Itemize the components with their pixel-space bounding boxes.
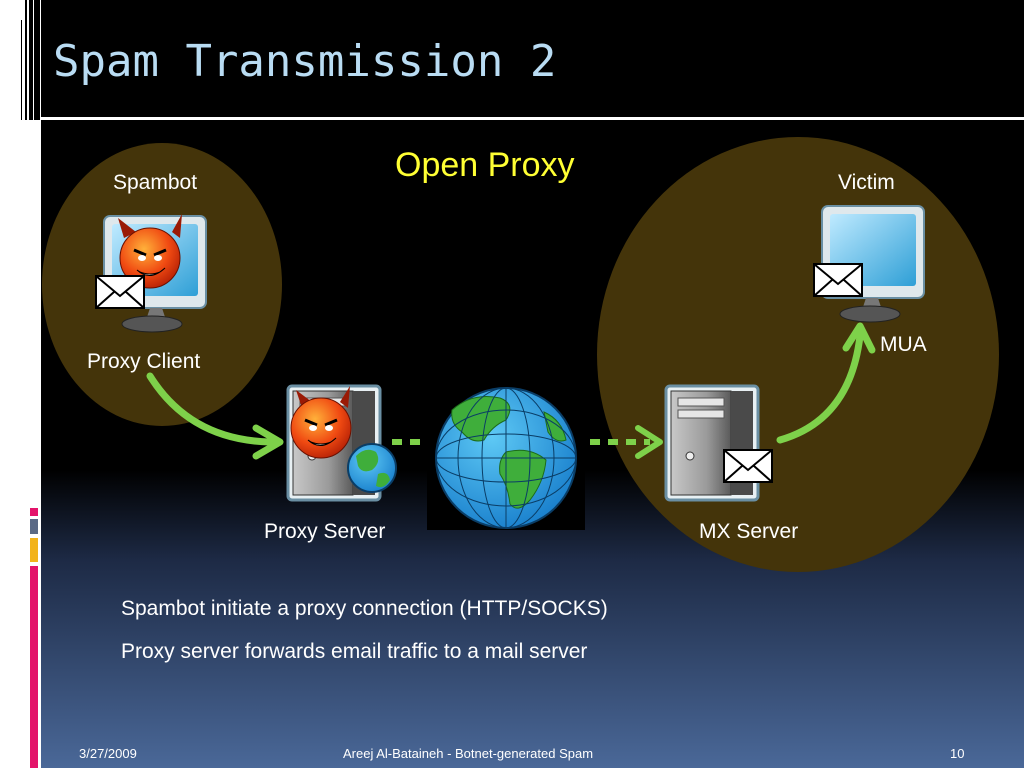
small-globe-icon <box>347 443 397 493</box>
devil-icon <box>290 386 352 459</box>
bullet-text: Spambot initiate a proxy connection (HTT… <box>121 597 608 620</box>
internet-globe-icon <box>427 380 585 530</box>
title-stripes-decor <box>21 0 40 120</box>
label-proxy-server: Proxy Server <box>264 520 386 543</box>
envelope-icon <box>95 275 145 309</box>
devil-icon <box>118 214 182 289</box>
footer-date: 3/27/2009 <box>79 746 137 761</box>
arrow-icon <box>776 322 876 444</box>
label-mua: MUA <box>880 333 927 356</box>
envelope-icon <box>723 449 773 483</box>
headline-open-proxy: Open Proxy <box>395 146 575 184</box>
label-proxy-client: Proxy Client <box>87 350 201 373</box>
victim-zone <box>597 137 999 572</box>
accent-stripe <box>30 508 38 516</box>
footer-page-number: 10 <box>950 746 965 761</box>
bullet-text: Proxy server forwards email traffic to a… <box>121 640 588 663</box>
footer-title: Areej Al-Bataineh - Botnet-generated Spa… <box>343 746 594 761</box>
envelope-icon <box>813 263 863 297</box>
arrow-icon <box>146 372 284 460</box>
accent-stripe <box>30 538 38 562</box>
title-divider <box>41 117 1024 120</box>
accent-stripe <box>30 519 38 534</box>
label-mx-server: MX Server <box>699 520 799 543</box>
label-victim: Victim <box>838 171 895 194</box>
slide-title: Spam Transmission 2 <box>53 36 557 87</box>
label-spambot: Spambot <box>113 171 198 194</box>
accent-stripe <box>30 566 38 768</box>
